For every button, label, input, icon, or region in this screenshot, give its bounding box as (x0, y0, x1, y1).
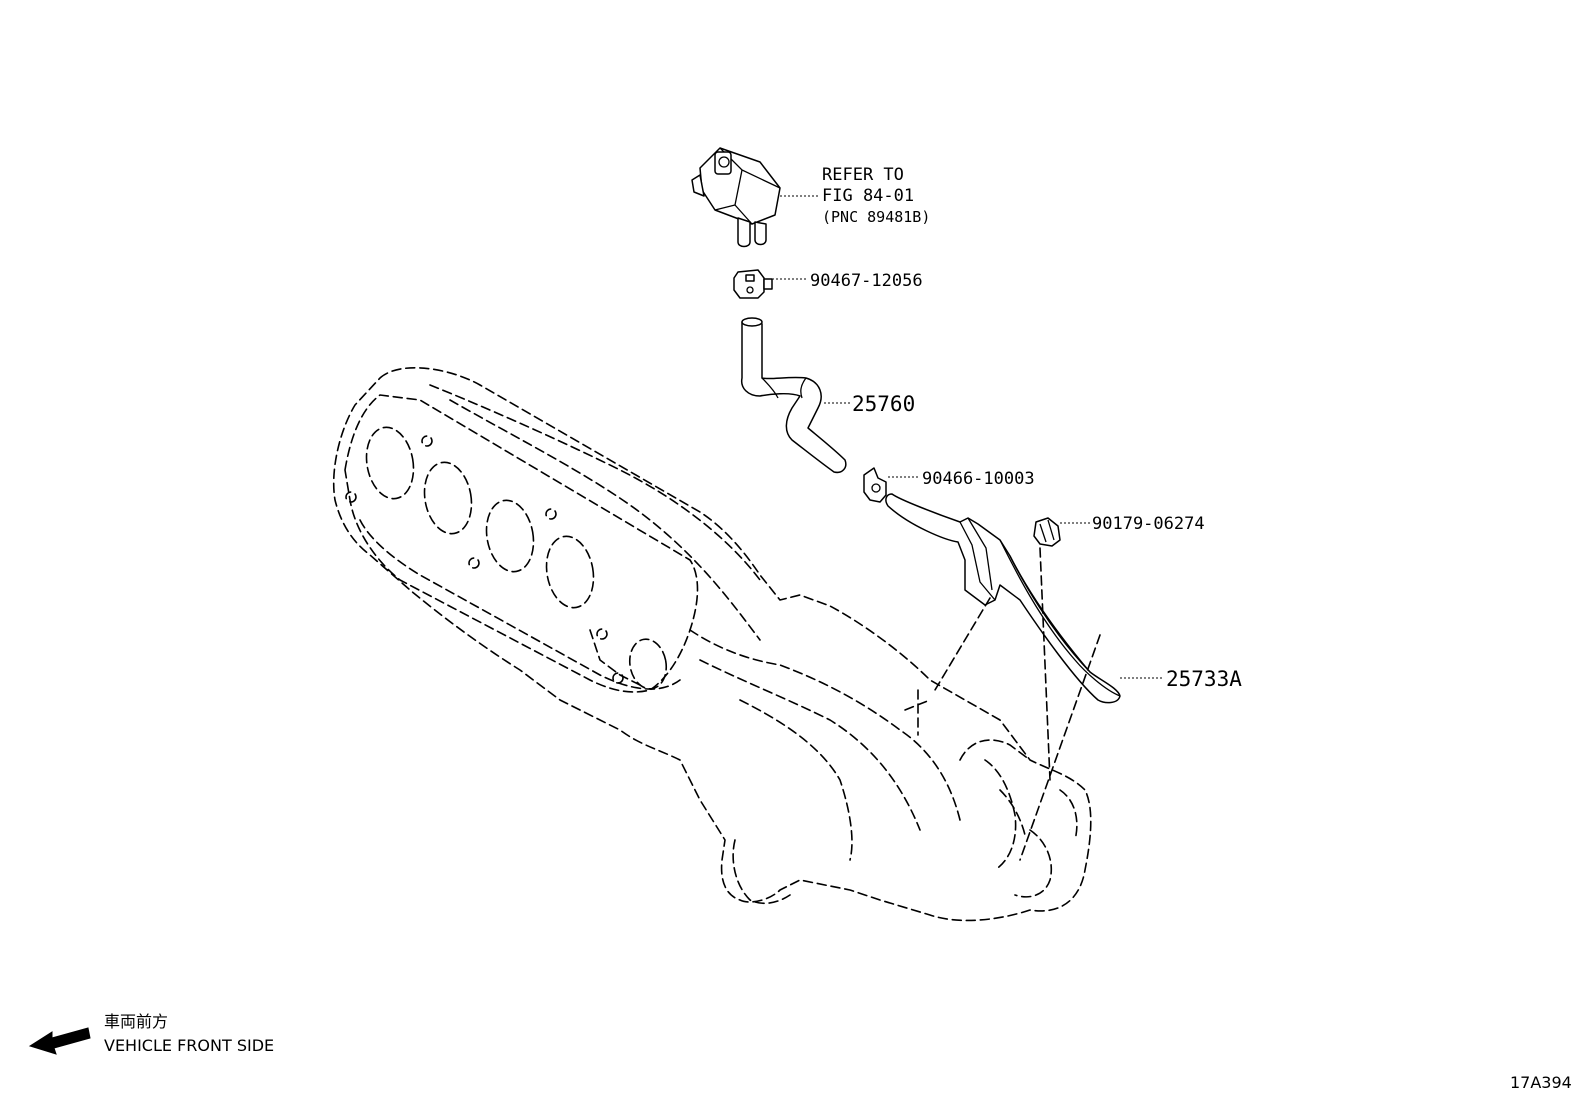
part-number-90466: 90466-10003 (922, 469, 1035, 489)
refer-label-line3: (PNC 89481B) (822, 208, 930, 226)
direction-label-jp: 車両前方 (104, 1012, 168, 1031)
connection-line-pipe-to-boss (934, 597, 991, 691)
figure-id: 17A394 (1510, 1073, 1572, 1092)
part-number-90467: 90467-12056 (810, 271, 923, 291)
pressure-sensor-drawing (691, 147, 781, 248)
part-number-25760: 25760 (852, 392, 915, 416)
hose-25760-drawing (740, 317, 847, 474)
refer-label-line1: REFER TO (822, 165, 904, 185)
pipe-25733A-drawing (885, 493, 1121, 704)
connection-line-union-to-outlet (1039, 547, 1051, 781)
exhaust-manifold-phantom (332, 367, 1092, 922)
refer-label-line2: FIG 84-01 (822, 186, 914, 206)
front-arrow-icon (28, 1027, 91, 1055)
clip-90467-drawing (733, 269, 773, 299)
part-number-90179: 90179-06274 (1092, 514, 1205, 534)
union-90179-drawing (1033, 517, 1061, 547)
direction-label-en: VEHICLE FRONT SIDE (104, 1036, 274, 1055)
part-number-25733A: 25733A (1166, 667, 1242, 691)
connection-line-pipe-to-outlet (1019, 634, 1101, 861)
clamp-90466-drawing (863, 467, 887, 503)
